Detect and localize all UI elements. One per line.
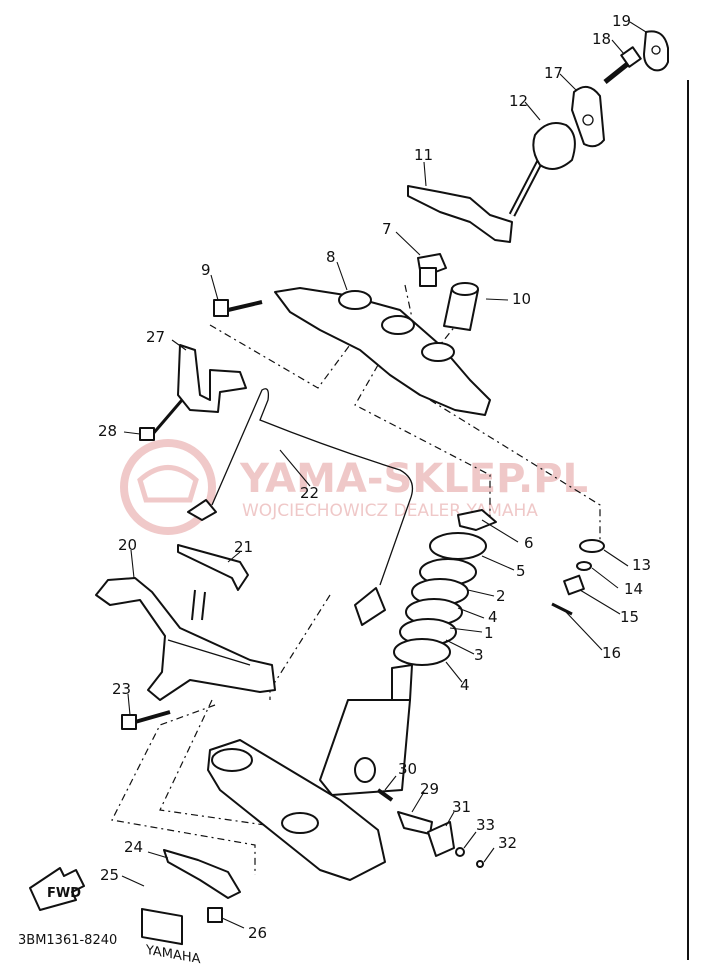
part-12-handlebar (508, 122, 576, 217)
part-9-bolt (213, 299, 263, 317)
part-25-emblem: YAMAHA (141, 908, 201, 968)
part-29-lock (397, 811, 433, 835)
bearing-stack (393, 532, 487, 666)
part-label: 18 (592, 30, 611, 48)
emblem-text: YAMAHA (145, 943, 201, 968)
steering-stem (207, 664, 413, 881)
part-label: 31 (452, 798, 471, 816)
part-label: 33 (476, 816, 495, 834)
callouts: 19 18 17 12 11 7 8 10 9 27 28 22 6 5 2 4… (98, 12, 651, 942)
diagram-code: 3BM1361-8240 (18, 933, 117, 948)
part-label: 28 (98, 422, 117, 440)
part-28-screw (139, 399, 184, 441)
part-label: 20 (118, 536, 137, 554)
part-label: 4 (488, 608, 498, 626)
assembly-line (209, 324, 356, 389)
part-label: 26 (248, 924, 267, 942)
assembly-line (269, 594, 331, 700)
assembly-line (159, 699, 301, 831)
part-label: 12 (509, 92, 528, 110)
part-18-bolt (603, 46, 642, 84)
part-label: 5 (516, 562, 526, 580)
part-label: 3 (474, 646, 484, 664)
part-16-pin (551, 602, 573, 616)
part-24-bracket (163, 849, 241, 899)
assembly-lines (111, 284, 601, 875)
fwd-arrow-icon: FWD (29, 867, 85, 911)
part-label: 21 (234, 538, 253, 556)
part-10-cylinder (443, 282, 479, 331)
part-label: 17 (544, 64, 563, 82)
part-label: 27 (146, 328, 165, 346)
small-hardware (551, 539, 605, 616)
part-14-washer (576, 561, 592, 571)
part-label: 6 (524, 534, 534, 552)
assembly-line (111, 704, 256, 875)
part-label: 10 (512, 290, 531, 308)
part-label: 11 (414, 146, 433, 164)
part-23-bolt (121, 710, 171, 730)
part-label: 13 (632, 556, 651, 574)
watermark-logo (120, 439, 216, 535)
watermark: YAMA-SKLEP.PL WOJCIECHOWICZ DEALER YAMAH… (120, 439, 588, 535)
part-label: 4 (460, 676, 470, 694)
part-label: 8 (326, 248, 336, 266)
part-label: 14 (624, 580, 643, 598)
part-30-spring (376, 788, 394, 802)
part-11-plate (407, 185, 513, 243)
part-label: 2 (496, 587, 506, 605)
part-6-washer (457, 509, 497, 531)
part-33-washer (455, 847, 465, 857)
part-27-bracket (177, 344, 247, 413)
watermark-logo-mark (137, 465, 199, 503)
part-label: 29 (420, 780, 439, 798)
assembly-line (354, 364, 491, 525)
part-32-screw (476, 860, 484, 868)
part-7-bolt (417, 253, 447, 287)
part-20-stay (95, 577, 276, 701)
assembly-line (429, 399, 601, 540)
part-label: 23 (112, 680, 131, 698)
part-label: 9 (201, 261, 211, 279)
part-label: 22 (300, 484, 319, 502)
part-label: 1 (484, 624, 494, 642)
emblem-assembly: YAMAHA (141, 849, 241, 968)
part-26-screw (207, 907, 223, 923)
assembly-line (404, 284, 413, 319)
part-label: 30 (398, 760, 417, 778)
watermark-tagline: WOJCIECHOWICZ DEALER YAMAHA (242, 501, 538, 521)
fwd-arrow-label: FWD (47, 886, 81, 901)
part-19-clamp (643, 30, 669, 72)
part-label: 15 (620, 608, 639, 626)
part-label: 19 (612, 12, 631, 30)
part-31-plate (427, 821, 455, 857)
part-label: 25 (100, 866, 119, 884)
part-label: 32 (498, 834, 517, 852)
lock-hardware (376, 788, 484, 868)
part-8-upper-bracket (274, 287, 491, 416)
part-21-strap (177, 544, 249, 591)
part-17-holder (571, 85, 605, 148)
part-label: 7 (382, 220, 392, 238)
part-22-cable (187, 388, 414, 626)
part-label: 16 (602, 644, 621, 662)
part-15-nut (563, 574, 585, 596)
part-label: 24 (124, 838, 143, 856)
watermark-brand: YAMA-SKLEP.PL (239, 456, 588, 502)
part-13-washer (579, 539, 605, 553)
